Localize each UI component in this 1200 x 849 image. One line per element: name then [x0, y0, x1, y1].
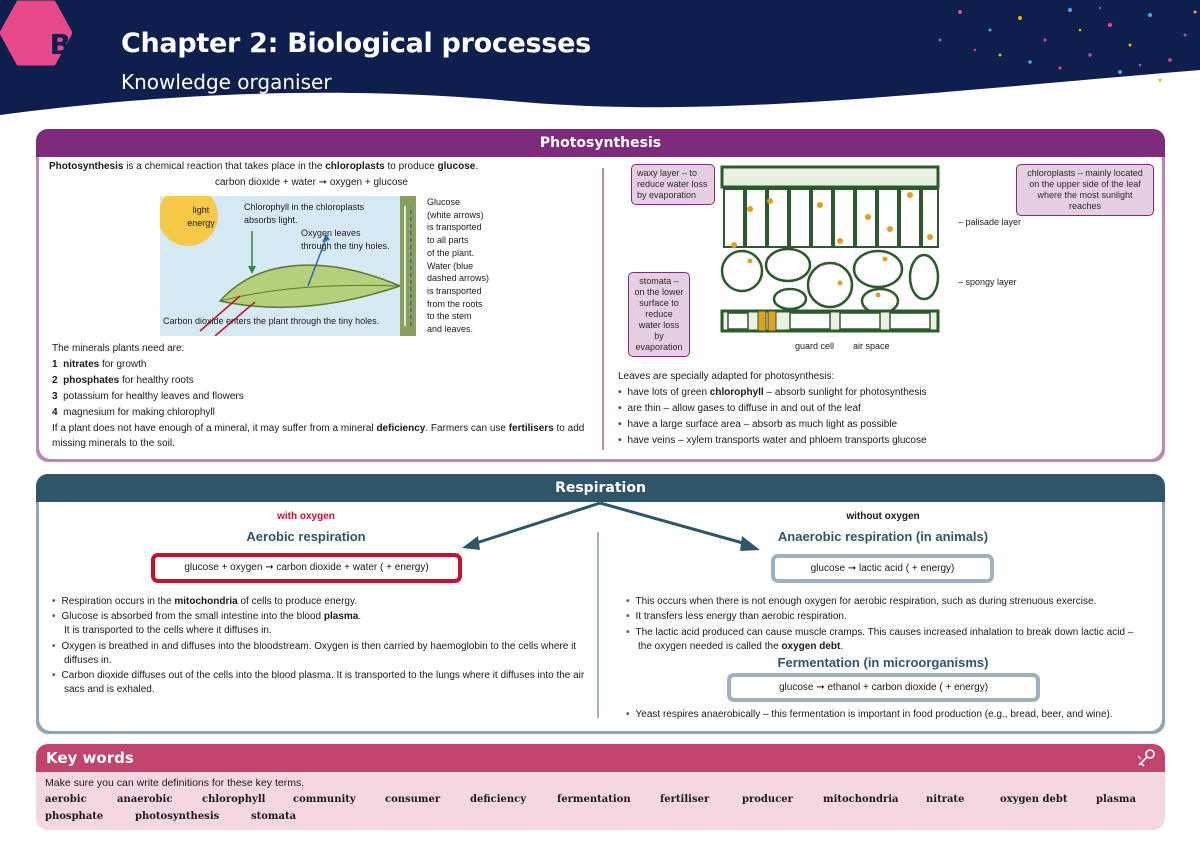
- respiration-branch-arrows: [462, 501, 760, 551]
- key-words-heading: Key words: [36, 744, 1165, 772]
- header-background: [0, 0, 1200, 115]
- without-oxygen-label: without oxygen: [846, 511, 920, 522]
- key-words-panel: Key words: [36, 744, 1165, 830]
- palisade-layer-label: – palisade layer: [958, 217, 1022, 227]
- chloroplasts-callout: chloroplasts – mainly located on the upp…: [1016, 164, 1154, 216]
- fermentation-equation-box: glucose ➞ ethanol + carbon dioxide ( + e…: [727, 673, 1040, 702]
- aerobic-point-line2: It is transported to the cells where it …: [64, 625, 272, 636]
- spongy-layer-label: – spongy layer: [958, 277, 1017, 287]
- photosynthesis-equation: carbon dioxide + water ➞ oxygen + glucos…: [215, 177, 408, 188]
- fermentation-title: Fermentation (in microorganisms): [777, 655, 989, 670]
- glucose-transport-label: Glucose (white arrows) is transported to…: [427, 197, 490, 335]
- anaerobic-point-line2: the oxygen needed is called the oxygen d…: [638, 641, 844, 652]
- key-word: mitochondria: [823, 794, 899, 805]
- respiration-heading: Respiration: [36, 474, 1165, 502]
- photosynthesis-divider: [602, 168, 604, 450]
- aerobic-point-line2: sacs and is exhaled.: [64, 684, 155, 695]
- fermentation-point: Yeast respires anaerobically – this ferm…: [626, 707, 1113, 722]
- chapter-badge: [0, 0, 72, 66]
- air-space-label: air space: [853, 341, 890, 351]
- minerals-intro: The minerals plants need are:: [52, 343, 185, 354]
- key-word: plasma: [1096, 794, 1136, 805]
- key-word: oxygen debt: [1000, 794, 1068, 805]
- page-subtitle: Knowledge organiser: [121, 70, 332, 94]
- key-word: aerobic: [45, 794, 87, 805]
- key-word: chlorophyll: [202, 794, 266, 805]
- key-word: consumer: [385, 794, 441, 805]
- aerobic-equation-box: glucose + oxygen ➞ carbon dioxide + wate…: [151, 553, 462, 583]
- page-title: Chapter 2: Biological processes: [121, 28, 591, 59]
- mineral-item: 1 nitrates for growth: [52, 359, 147, 370]
- anaerobic-title: Anaerobic respiration (in animals): [777, 529, 989, 544]
- key-word: phosphate: [45, 811, 104, 822]
- aerobic-point: Oxygen is breathed in and diffuses into …: [52, 639, 577, 654]
- header: B2 Chapter 2: Biological processes Knowl…: [0, 0, 1200, 118]
- with-oxygen-label: with oxygen: [277, 511, 335, 522]
- key-word: fertiliser: [660, 794, 710, 805]
- key-icon: [1137, 749, 1155, 767]
- deficiency-text: If a plant does not have enough of a min…: [52, 423, 585, 434]
- key-word: producer: [742, 794, 793, 805]
- mineral-item: 3 potassium for healthy leaves and flowe…: [52, 391, 244, 402]
- photosynthesis-leaf-diagram: [160, 196, 416, 336]
- carbon-dioxide-label: Carbon dioxide enters the plant through …: [163, 316, 380, 326]
- anaerobic-point: This occurs when there is not enough oxy…: [626, 594, 1097, 609]
- deficiency-text-line2: missing minerals to the soil.: [52, 438, 175, 449]
- key-word: deficiency: [470, 794, 527, 805]
- aerobic-point: Carbon dioxide diffuses out of the cells…: [52, 668, 585, 683]
- adaptation-item: have lots of green chlorophyll – absorb …: [618, 385, 927, 400]
- adapted-intro: Leaves are specially adapted for photosy…: [618, 371, 835, 382]
- adaptation-item: have a large surface area – absorb as mu…: [618, 417, 898, 432]
- stomata-callout: stomata – on the lower surface to reduce…: [628, 272, 690, 357]
- photosynthesis-intro: Photosynthesis is a chemical reaction th…: [49, 161, 479, 172]
- aerobic-point: Respiration occurs in the mitochondria o…: [52, 594, 358, 609]
- key-word: nitrate: [926, 794, 965, 805]
- respiration-divider: [597, 532, 599, 718]
- aerobic-point: Glucose is absorbed from the small intes…: [52, 609, 362, 624]
- key-words-instruction: Make sure you can write definitions for …: [45, 777, 305, 789]
- key-word: anaerobic: [117, 794, 173, 805]
- anaerobic-equation-box: glucose ➞ lactic acid ( + energy): [771, 554, 994, 583]
- badge-label: B2: [49, 28, 91, 61]
- photosynthesis-heading: Photosynthesis: [36, 129, 1165, 157]
- adaptation-item: are thin – allow gases to diffuse in and…: [618, 401, 861, 416]
- aerobic-point-line2: diffuses in.: [64, 655, 112, 666]
- anaerobic-point: It transfers less energy than aerobic re…: [626, 609, 847, 624]
- adaptation-item: have veins – xylem transports water and …: [618, 433, 927, 448]
- key-word: photosynthesis: [135, 811, 220, 822]
- anaerobic-point: The lactic acid produced can cause muscl…: [626, 625, 1134, 640]
- key-word: fermentation: [557, 794, 631, 805]
- key-word: community: [293, 794, 356, 805]
- key-word: stomata: [251, 811, 297, 822]
- leaf-cross-section-diagram: [720, 165, 940, 333]
- mineral-item: 4 magnesium for making chlorophyll: [52, 407, 215, 418]
- waxy-layer-callout: waxy layer – to reduce water loss by eva…: [631, 164, 715, 205]
- confetti-decoration: [938, 6, 1197, 82]
- aerobic-title: Aerobic respiration: [246, 529, 366, 544]
- mineral-item: 2 phosphates for healthy roots: [52, 375, 194, 386]
- guard-cell-label: guard cell: [795, 341, 835, 351]
